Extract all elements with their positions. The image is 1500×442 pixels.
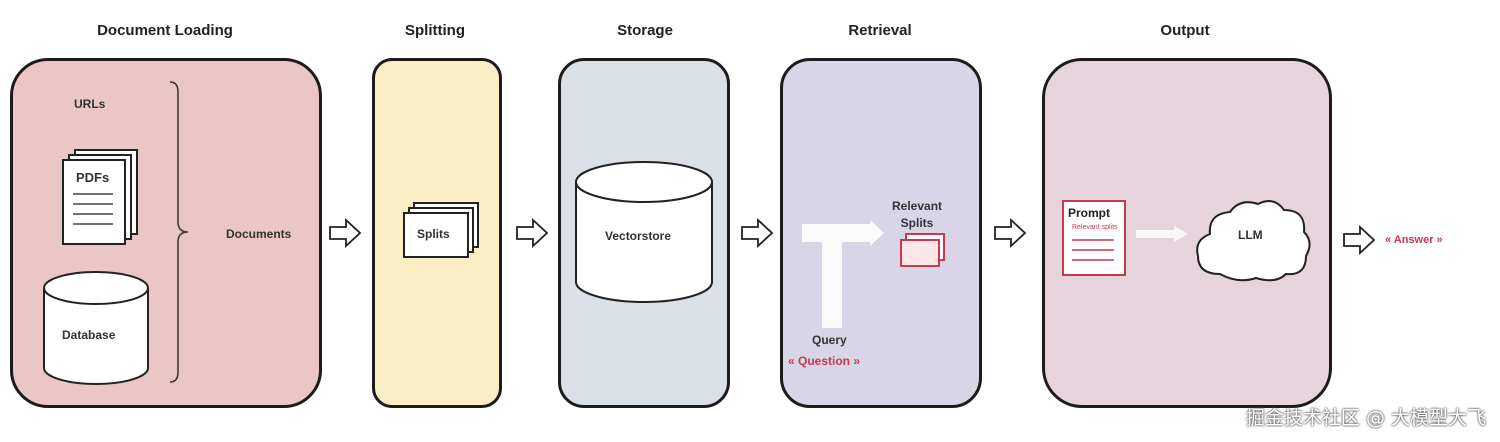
arrow-storage-to-retrieval: [741, 218, 774, 248]
stage-title-splitting: Splitting: [405, 22, 465, 39]
database-icon: [43, 271, 149, 385]
stage-title-output: Output: [1160, 22, 1210, 39]
llm-label: LLM: [1238, 228, 1263, 242]
vectorstore-label: Vectorstore: [605, 229, 672, 243]
arrow-output-to-answer: [1343, 225, 1376, 255]
stage-title-storage: Storage: [617, 22, 673, 39]
prompt-doc-icon: [1062, 200, 1126, 276]
relevant-splits-icon: [900, 233, 945, 267]
brace-icon: [169, 81, 189, 383]
prompt-label: Prompt: [1068, 206, 1110, 220]
relevant-splits-label: Relevant Splits: [892, 199, 943, 230]
query-label: Query: [812, 333, 847, 347]
documents-label: Documents: [226, 227, 292, 241]
llm-cloud-icon: [1196, 200, 1311, 282]
stage-title-loading: Document Loading: [97, 22, 233, 39]
database-label: Database: [62, 328, 116, 342]
urls-label: URLs: [74, 97, 106, 111]
stage-title-retrieval: Retrieval: [848, 22, 912, 39]
splits-stack-icon: [403, 202, 479, 258]
vectorstore-icon: [575, 161, 713, 303]
splits-label: Splits: [417, 227, 450, 241]
question-label: « Question »: [788, 354, 861, 368]
prompt-to-llm-arrow-icon: [1136, 226, 1188, 242]
retrieval-arrow-icon: [802, 220, 884, 328]
answer-label: « Answer »: [1385, 234, 1443, 246]
arrow-splitting-to-storage: [516, 218, 549, 248]
pdf-stack-icon: [62, 149, 138, 245]
arrow-retrieval-to-output: [994, 218, 1027, 248]
arrow-loading-to-splitting: [329, 218, 362, 248]
prompt-sub-label: Relevant splits: [1072, 224, 1118, 231]
pdfs-label: PDFs: [76, 170, 110, 185]
watermark: 掘金技术社区 @ 大模型大飞: [1245, 407, 1486, 429]
